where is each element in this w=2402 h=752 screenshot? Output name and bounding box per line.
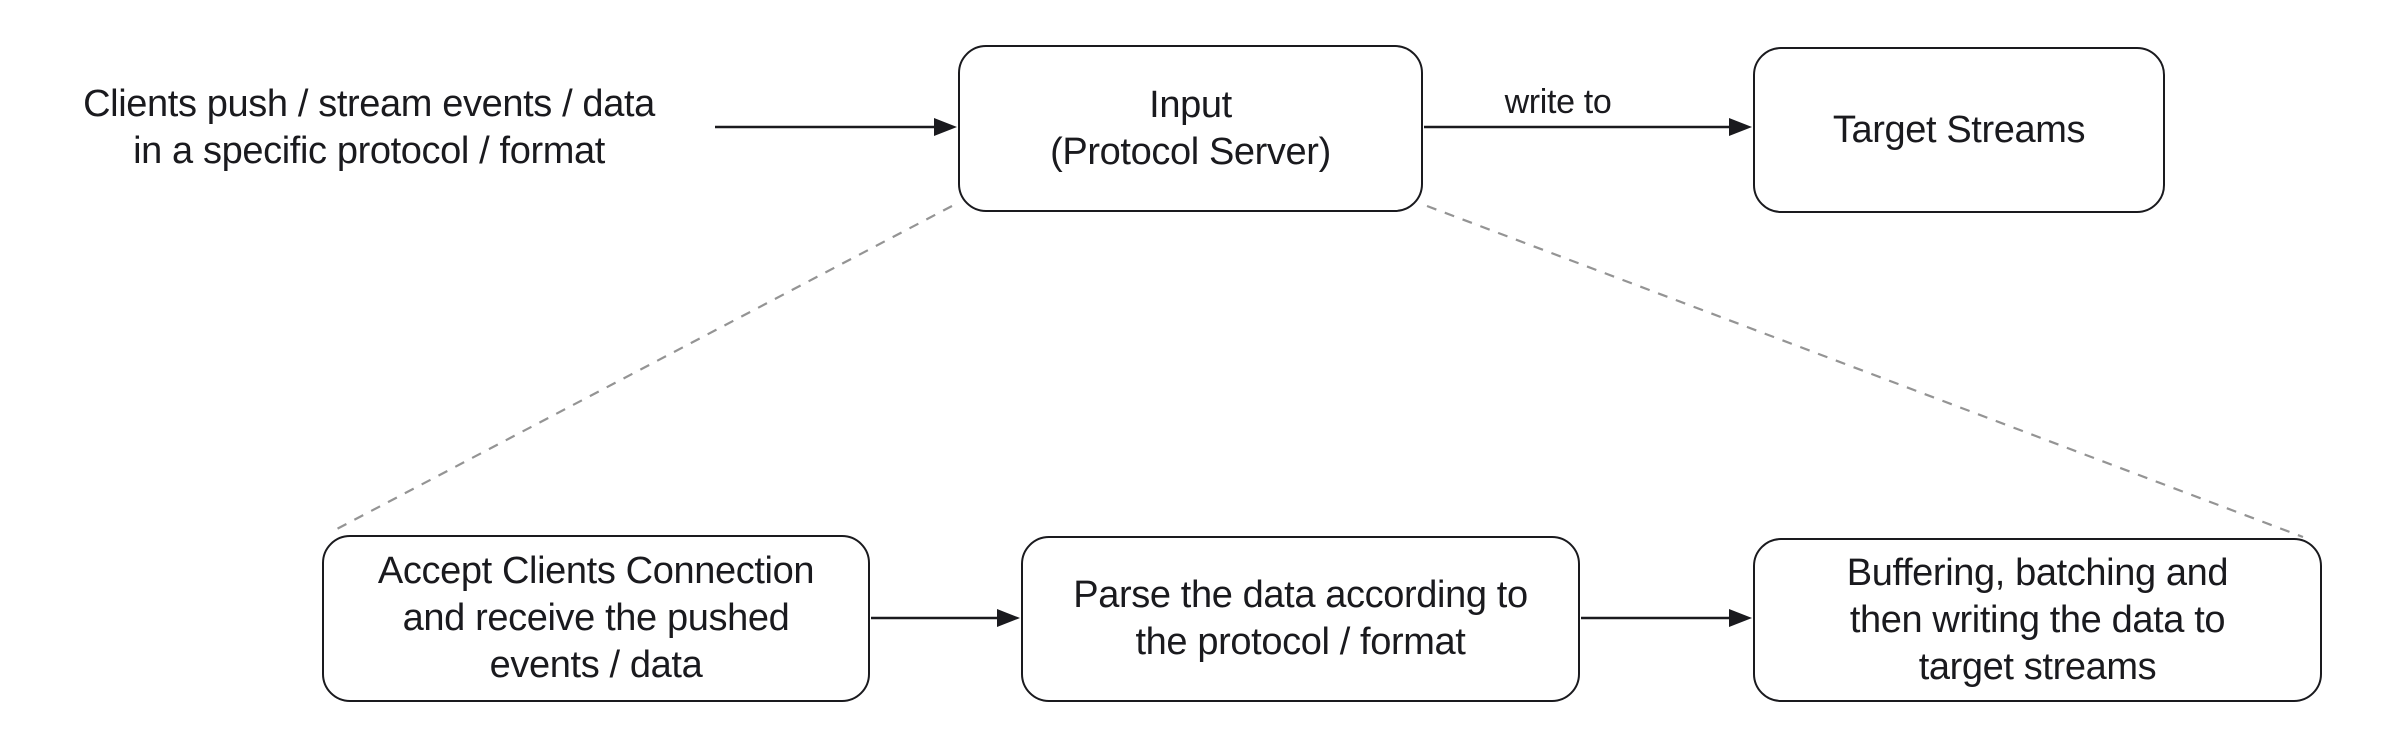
node-parse-data: Parse the data according to the protocol… [1021,536,1580,702]
node-accept-clients-connection: Accept Clients Connection and receive th… [322,535,870,702]
arrow-clients-to-input [715,118,957,136]
clients-push-label: Clients push / stream events / data in a… [83,83,655,172]
arrow-parse-to-buffer [1581,609,1752,627]
write-to-edge-label: write to [1504,83,1612,121]
arrow-input-to-target [1424,118,1752,136]
node-buffering-batching-writing: Buffering, batching and then writing the… [1753,538,2322,702]
dashed-link-input-to-accept [332,205,953,532]
dashed-link-input-to-buffer [1426,204,2304,539]
node-target-streams: Target Streams [1753,47,2165,213]
node-input-protocol-server: Input (Protocol Server) [958,45,1423,212]
arrow-accept-to-parse [871,609,1020,627]
